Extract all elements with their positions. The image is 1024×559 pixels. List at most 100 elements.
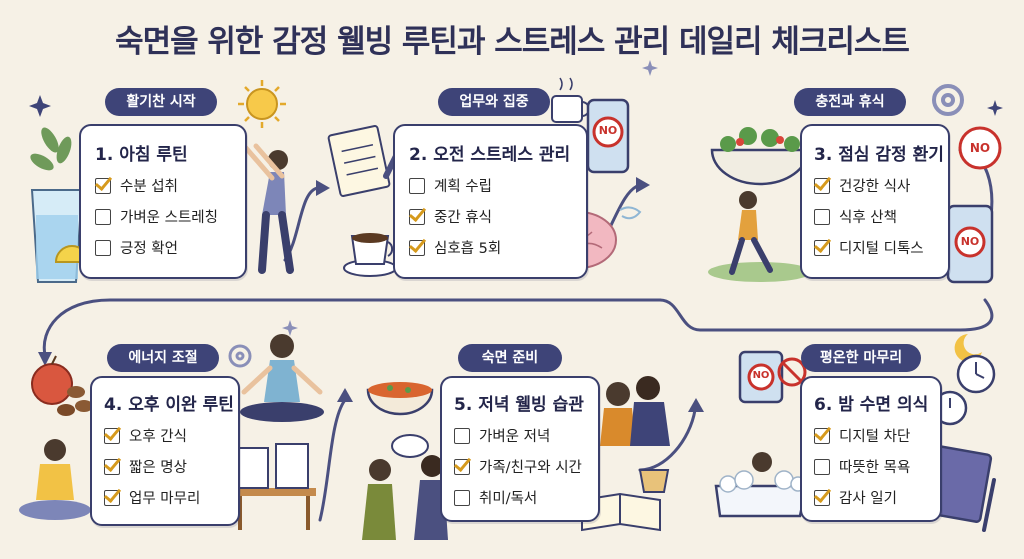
section-heading: 1. 아침 루틴 — [95, 145, 188, 165]
item-label: 짧은 명상 — [129, 460, 187, 476]
item-label: 감사 일기 — [839, 491, 897, 507]
checklist-item[interactable]: 식후 산책 — [814, 206, 948, 227]
arrow-icon — [316, 180, 330, 196]
tab-energy: 에너지 조절 — [107, 344, 219, 372]
water-glass-icon — [30, 189, 90, 283]
checkbox[interactable] — [104, 489, 120, 506]
item-label: 심호흡 5회 — [434, 241, 502, 257]
tab-recharge: 충전과 휴식 — [794, 88, 906, 116]
checkbox[interactable] — [814, 239, 830, 256]
soup-bowl-icon — [366, 382, 434, 416]
checklist-item[interactable]: 긍정 확언 — [95, 237, 245, 258]
apple-icon — [31, 355, 93, 416]
coffee-cup-icon — [551, 77, 590, 123]
checklist-item[interactable]: 취미/독서 — [454, 487, 598, 508]
checkbox[interactable] — [95, 177, 111, 194]
item-label: 중간 휴식 — [434, 210, 492, 226]
item-label: 디지털 차단 — [839, 429, 911, 445]
item-label: 업무 마무리 — [129, 491, 201, 507]
item-label: 건강한 식사 — [839, 179, 911, 195]
card-morning-stress: 2. 오전 스트레스 관리 계획 수립 중간 휴식 심호흡 5회 — [393, 124, 588, 279]
open-book-icon — [581, 469, 670, 532]
section-heading: 2. 오전 스트레스 관리 — [409, 145, 571, 165]
checklist-item[interactable]: 가족/친구와 시간 — [454, 456, 598, 477]
checklist-item[interactable]: 디지털 차단 — [814, 425, 940, 446]
checklist-item[interactable]: 계획 수립 — [409, 175, 586, 196]
notepad-icon — [327, 125, 403, 197]
item-label: 긍정 확언 — [120, 241, 178, 257]
gear-icon — [228, 344, 252, 368]
checkbox[interactable] — [814, 208, 830, 225]
item-label: 취미/독서 — [479, 491, 538, 507]
checkbox[interactable] — [814, 177, 830, 194]
checkbox[interactable] — [95, 208, 111, 225]
checkbox[interactable] — [409, 208, 425, 225]
no-sign-icon — [946, 126, 1002, 284]
checklist-item[interactable]: 디지털 디톡스 — [814, 237, 948, 258]
checkbox[interactable] — [454, 489, 470, 506]
yoga-woman-icon — [240, 334, 324, 422]
item-label: 가벼운 저녁 — [479, 429, 551, 445]
friends-talking-icon — [362, 434, 448, 540]
checklist-item[interactable]: 수분 섭취 — [95, 175, 245, 196]
checkbox[interactable] — [409, 239, 425, 256]
section-heading: 5. 저녁 웰빙 습관 — [454, 395, 584, 415]
coffee-cup-icon — [343, 233, 397, 277]
item-label: 가족/친구와 시간 — [479, 460, 582, 476]
tab-calm-finish: 평온한 마무리 — [801, 344, 921, 372]
card-evening: 5. 저녁 웰빙 습관 가벼운 저녁 가족/친구와 시간 취미/독서 — [440, 376, 600, 522]
walking-man-icon — [708, 191, 812, 282]
checkbox[interactable] — [814, 489, 830, 506]
item-label: 디지털 디톡스 — [839, 241, 924, 257]
checkbox[interactable] — [409, 177, 425, 194]
phone-no-icon — [738, 350, 807, 404]
item-label: 가벼운 스트레칭 — [120, 210, 218, 226]
bathtub-icon — [714, 452, 808, 518]
checkbox[interactable] — [814, 427, 830, 444]
tab-sleep-prep: 숙면 준비 — [458, 344, 562, 372]
no-sign-label: NO — [598, 124, 618, 137]
checkbox[interactable] — [454, 458, 470, 475]
card-morning-routine: 1. 아침 루틴 수분 섭취 가벼운 스트레칭 긍정 확언 — [79, 124, 247, 279]
checklist-item[interactable]: 중간 휴식 — [409, 206, 586, 227]
tab-morning: 활기찬 시작 — [105, 88, 217, 116]
checkbox[interactable] — [104, 427, 120, 444]
clock-icon — [932, 354, 996, 426]
checklist-item[interactable]: 업무 마무리 — [104, 487, 238, 508]
no-sign-label: NO — [960, 235, 980, 248]
leaf-icon — [30, 127, 72, 171]
checkbox[interactable] — [814, 458, 830, 475]
no-sign-label: NO — [969, 141, 991, 155]
checklist-item[interactable]: 감사 일기 — [814, 487, 940, 508]
arrow-icon — [636, 177, 650, 193]
checklist-item[interactable]: 짧은 명상 — [104, 456, 238, 477]
checkbox[interactable] — [454, 427, 470, 444]
no-sign-label: NO — [752, 370, 770, 381]
checklist-item[interactable]: 가벼운 스트레칭 — [95, 206, 245, 227]
checkbox[interactable] — [95, 239, 111, 256]
checklist-item[interactable]: 따뜻한 목욕 — [814, 456, 940, 477]
card-afternoon: 4. 오후 이완 루틴 오후 간식 짧은 명상 업무 마무리 — [90, 376, 240, 526]
arrow-icon — [688, 398, 704, 412]
item-label: 식후 산책 — [839, 210, 897, 226]
tab-work-focus: 업무와 집중 — [438, 88, 550, 116]
desk-icon — [232, 443, 316, 530]
checklist-item[interactable]: 심호흡 5회 — [409, 237, 586, 258]
item-label: 계획 수립 — [434, 179, 492, 195]
item-label: 수분 섭취 — [120, 179, 178, 195]
checklist-item[interactable]: 건강한 식사 — [814, 175, 948, 196]
arrow-icon — [38, 352, 52, 366]
salad-bowl-icon — [710, 127, 810, 186]
section-heading: 4. 오후 이완 루틴 — [104, 395, 234, 415]
sun-icon — [238, 80, 286, 128]
couple-icon — [600, 376, 670, 446]
section-heading: 3. 점심 감정 환기 — [814, 145, 944, 165]
checklist-item[interactable]: 오후 간식 — [104, 425, 238, 446]
item-label: 따뜻한 목욕 — [839, 460, 911, 476]
checkbox[interactable] — [104, 458, 120, 475]
card-night: 6. 밤 수면 의식 디지털 차단 따뜻한 목욕 감사 일기 — [800, 376, 942, 522]
arrow-icon — [337, 388, 353, 402]
checklist-item[interactable]: 가벼운 저녁 — [454, 425, 598, 446]
